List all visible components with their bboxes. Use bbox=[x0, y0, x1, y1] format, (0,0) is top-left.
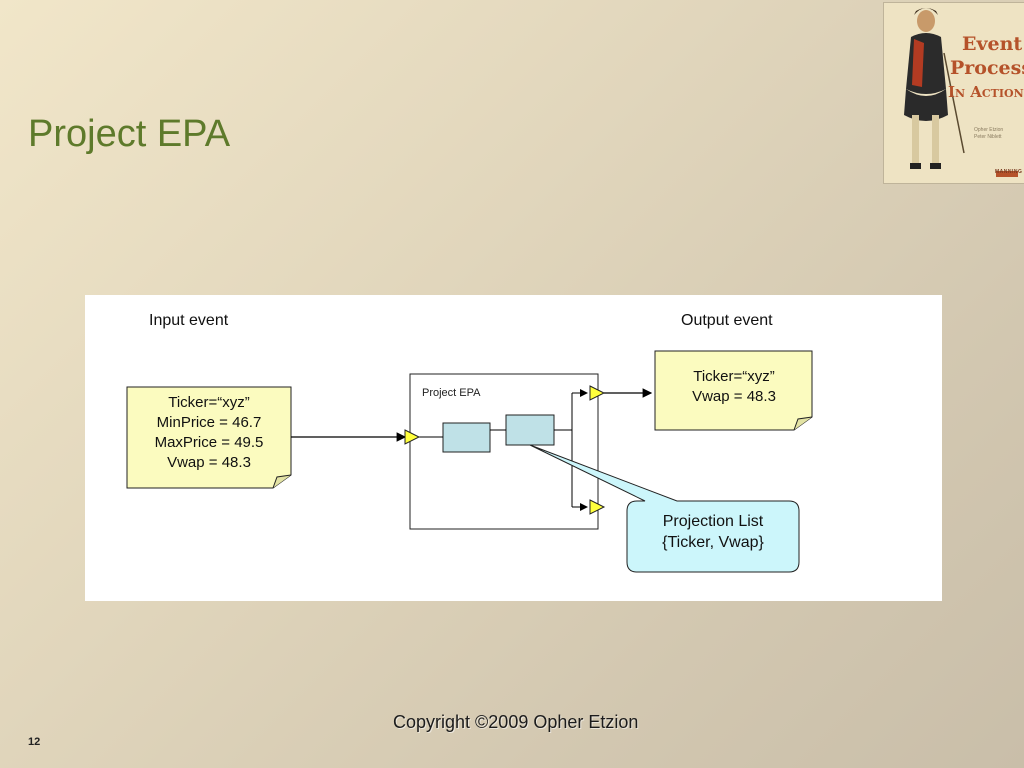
book-author-1: Opher Etzion bbox=[974, 127, 1004, 133]
book-publisher: MANNING bbox=[995, 169, 1023, 175]
input-event-label: Input event bbox=[149, 312, 229, 329]
book-title-line-2: Processing bbox=[950, 57, 1024, 79]
slide-number: 12 bbox=[28, 736, 41, 748]
output-port-top bbox=[589, 385, 606, 401]
epa-inner-box-2 bbox=[505, 414, 555, 446]
epa-inner-box-1 bbox=[442, 422, 491, 453]
output-event-label: Output event bbox=[681, 312, 773, 329]
output-event-note-fold bbox=[793, 416, 813, 431]
input-event-line: MaxPrice = 49.5 bbox=[154, 434, 264, 451]
book-title-line-3: In Action bbox=[948, 83, 1024, 101]
project-epa-box bbox=[409, 373, 599, 530]
slide-title: Project EPA bbox=[28, 113, 231, 155]
output-port-bottom bbox=[589, 499, 606, 515]
output-event-line: Ticker=“xyz” bbox=[693, 368, 775, 385]
book-authors: Opher Etzion Peter Niblett bbox=[974, 127, 1003, 141]
output-event-text: Ticker=“xyz” Vwap = 48.3 bbox=[659, 367, 809, 407]
book-title-line-1: Event bbox=[962, 33, 1023, 55]
book-author-2: Peter Niblett bbox=[974, 134, 1002, 140]
book-cover-figure-illustration bbox=[884, 3, 1024, 183]
footer-copyright: Copyright ©2009 Opher Etzion bbox=[393, 712, 639, 732]
diagram-panel: Input event Output event Project EPA Tic… bbox=[85, 295, 942, 601]
callout-line: {Ticker, Vwap} bbox=[662, 534, 764, 551]
input-event-line: Ticker=“xyz” bbox=[168, 394, 250, 411]
projection-list-text: Projection List {Ticker, Vwap} bbox=[631, 511, 795, 553]
callout-line: Projection List bbox=[662, 513, 764, 530]
input-event-note-fold bbox=[272, 474, 292, 489]
diagram-canvas bbox=[126, 350, 813, 573]
output-event-line: Vwap = 48.3 bbox=[692, 388, 776, 405]
input-event-text: Ticker=“xyz” MinPrice = 46.7 MaxPrice = … bbox=[133, 393, 285, 473]
project-epa-label: Project EPA bbox=[422, 387, 481, 399]
input-event-line: Vwap = 48.3 bbox=[167, 454, 251, 471]
input-event-line: MinPrice = 46.7 bbox=[156, 414, 262, 431]
projection-list-callout bbox=[529, 444, 800, 573]
book-cover-image: Event Processing In Action Opher Etzion … bbox=[883, 2, 1024, 184]
input-port bbox=[404, 429, 421, 445]
